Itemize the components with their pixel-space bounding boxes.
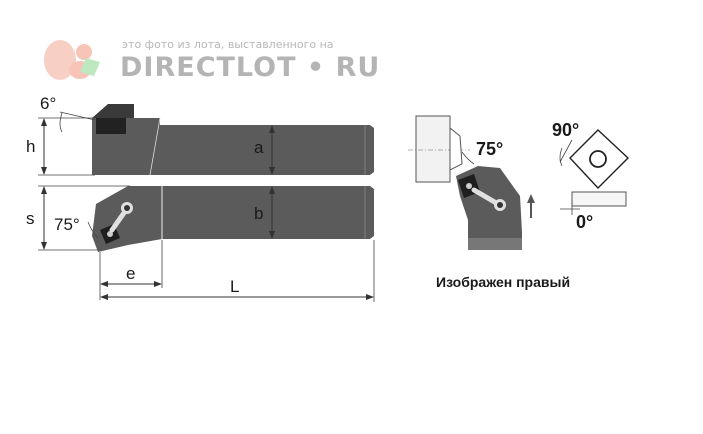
watermark-site: DIRECTLOT • RU [120, 52, 380, 83]
side-view-shank [92, 186, 374, 252]
label-b: b [254, 204, 263, 223]
label-e: e [126, 264, 135, 283]
label-angle-75-side: 75° [54, 215, 80, 234]
insert-side-profile [571, 191, 627, 207]
watermark: это фото из лота, выставленного на DIREC… [44, 38, 380, 83]
watermark-caption: это фото из лота, выставленного на [122, 38, 334, 51]
feed-arrow-icon [527, 194, 535, 203]
insert-top [96, 118, 126, 134]
workpiece [415, 115, 451, 183]
top-view: h 6° a [26, 94, 374, 176]
length-dimensions: e L [99, 240, 375, 302]
label-a: a [254, 138, 264, 157]
label-L: L [230, 277, 239, 296]
squirrel-logo-icon [44, 40, 100, 80]
label-s: s [26, 209, 35, 228]
side-view: s 75° b [26, 185, 374, 252]
label-h: h [26, 137, 35, 156]
label-angle-6: 6° [40, 94, 56, 113]
label-angle-90: 90° [552, 120, 579, 140]
label-angle-75-right: 75° [476, 139, 503, 159]
caption-right-hand: Изображен правый [436, 274, 570, 290]
top-view-shank [92, 118, 374, 175]
insert-detail: 90° 0° [552, 120, 630, 232]
label-angle-0: 0° [576, 212, 593, 232]
right-detail: 75° [408, 115, 535, 250]
clamp-top [92, 104, 134, 118]
